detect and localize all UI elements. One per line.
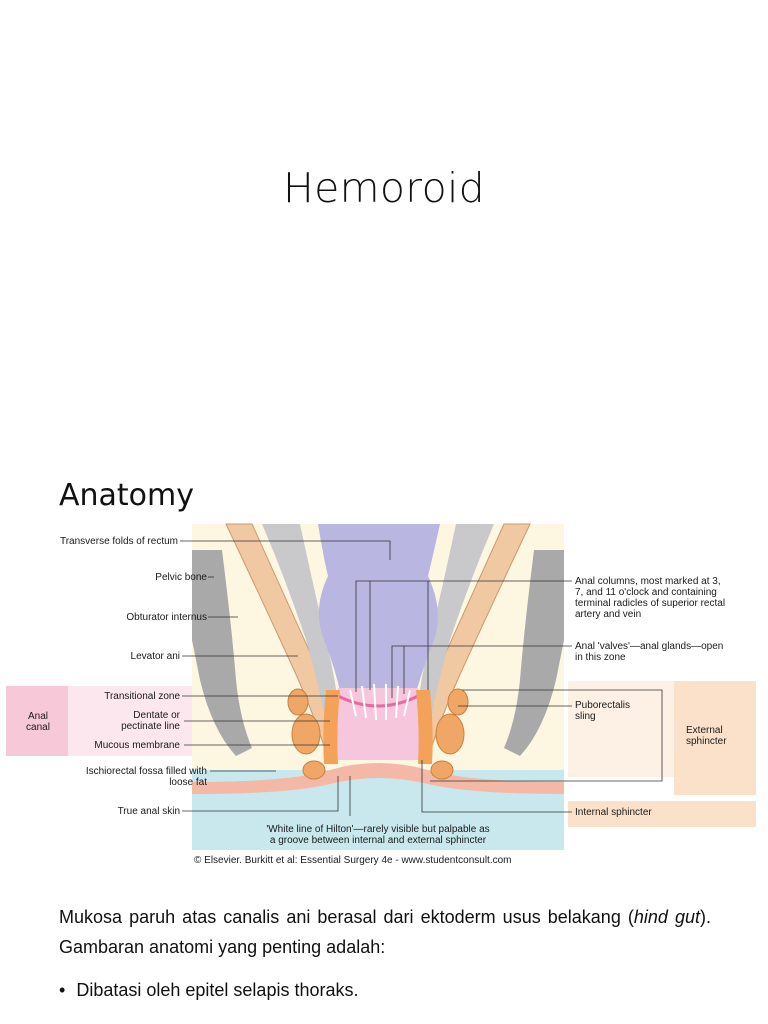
- label-anal-columns-2: 7, and 11 o'clock and containing: [575, 587, 725, 598]
- label-anal-canal: Anal canal: [10, 711, 66, 733]
- label-ischiorectal-1: Ischiorectal fossa filled with: [86, 766, 207, 777]
- label-external-sphincter-1: External: [686, 725, 727, 736]
- bullet-text: Dibatasi oleh epitel selapis thoraks.: [76, 980, 358, 1000]
- slide-title: Hemoroid: [0, 164, 768, 212]
- label-internal-sphincter: Internal sphincter: [575, 807, 652, 818]
- label-dentate-line-2: pectinate line: [121, 721, 180, 732]
- label-puborectalis-2: sling: [575, 711, 630, 722]
- label-anal-valves-1: Anal 'valves'—anal glands—open: [575, 641, 723, 652]
- label-anal-columns-3: terminal radicles of superior rectal: [575, 598, 725, 609]
- label-anal-valves-2: in this zone: [575, 652, 723, 663]
- label-hilton-1: 'White line of Hilton'—rarely visible bu…: [200, 824, 556, 835]
- label-levator-ani: Levator ani: [131, 651, 180, 662]
- puborectalis-zone: [568, 681, 674, 777]
- label-puborectalis-1: Puborectalis: [575, 700, 630, 711]
- label-anal-columns: Anal columns, most marked at 3, 7, and 1…: [575, 576, 725, 620]
- label-puborectalis-sling: Puborectalis sling: [575, 700, 630, 722]
- label-true-anal-skin: True anal skin: [118, 806, 180, 817]
- body-paragraph: Mukosa paruh atas canalis ani berasal da…: [59, 902, 711, 962]
- label-dentate-line: Dentate or pectinate line: [121, 710, 180, 732]
- label-mucous-membrane: Mucous membrane: [94, 740, 180, 751]
- section-heading: Anatomy: [59, 478, 194, 513]
- label-transverse-folds: Transverse folds of rectum: [60, 536, 178, 547]
- label-ischiorectal-fossa: Ischiorectal fossa filled with loose fat: [86, 766, 207, 788]
- label-pelvic-bone: Pelvic bone: [155, 572, 207, 583]
- label-external-sphincter: External sphincter: [686, 725, 727, 747]
- rectum-lumen: [318, 524, 440, 700]
- left-internal-sphincter: [323, 690, 340, 764]
- label-transitional-zone: Transitional zone: [104, 691, 180, 702]
- paragraph-italic-hind-gut: hind gut: [634, 907, 700, 927]
- paragraph-part-1: Mukosa paruh atas canalis ani berasal da…: [59, 907, 634, 927]
- bullet-symbol: •: [59, 980, 65, 1000]
- label-anal-canal-2: canal: [10, 722, 66, 733]
- label-dentate-line-1: Dentate or: [121, 710, 180, 721]
- anatomy-figure: Transverse folds of rectum Pelvic bone O…: [0, 520, 768, 870]
- label-anal-canal-1: Anal: [10, 711, 66, 722]
- bullet-item: • Dibatasi oleh epitel selapis thoraks.: [59, 978, 358, 1002]
- label-external-sphincter-2: sphincter: [686, 736, 727, 747]
- label-anal-valves: Anal 'valves'—anal glands—open in this z…: [575, 641, 723, 663]
- label-hilton-2: a groove between internal and external s…: [200, 835, 556, 846]
- label-anal-columns-4: artery and vein: [575, 609, 725, 620]
- label-white-line-of-hilton: 'White line of Hilton'—rarely visible bu…: [200, 824, 556, 846]
- right-internal-sphincter: [416, 690, 433, 764]
- label-ischiorectal-2: loose fat: [86, 777, 207, 788]
- label-anal-columns-1: Anal columns, most marked at 3,: [575, 576, 725, 587]
- figure-copyright: © Elsevier. Burkitt et al: Essential Sur…: [194, 855, 512, 866]
- label-obturator-internus: Obturator internus: [126, 612, 207, 623]
